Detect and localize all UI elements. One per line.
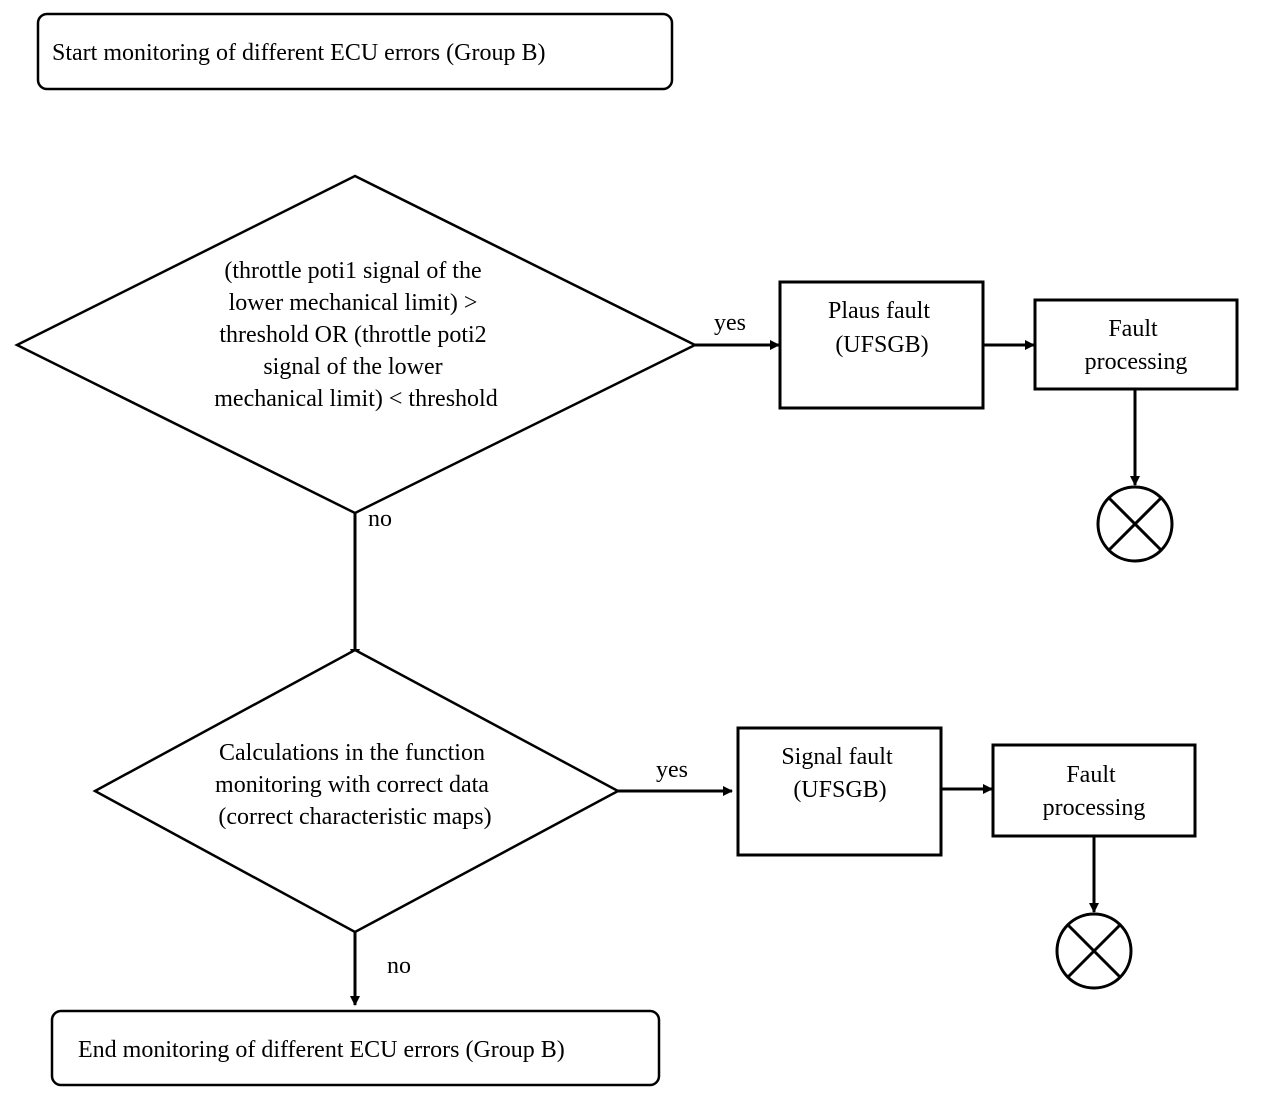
fault-processing-2-line: Fault: [1066, 762, 1116, 788]
start-node-text: Start monitoring of different ECU errors…: [52, 40, 545, 66]
decision-throttle-limit-line: signal of the lower: [263, 354, 442, 380]
signal-fault-text: Signal fault (UFSGB): [781, 744, 898, 803]
fault-processing-box-2: Fault processing: [991, 743, 1197, 838]
decision-calculations: Calculations in the function monitoring …: [92, 648, 621, 934]
plaus-fault-box: Plaus fault (UFSGB): [778, 280, 985, 410]
decision-throttle-limit-line: threshold OR (throttle poti2: [219, 322, 486, 348]
signal-fault-box: Signal fault (UFSGB): [736, 726, 943, 857]
fault-processing-1-text: Fault processing: [1085, 316, 1188, 375]
signal-fault-line: Signal fault: [781, 744, 893, 770]
plaus-fault-text: Plaus fault (UFSGB): [828, 298, 936, 358]
fault-processing-box-1: Fault processing: [1033, 298, 1239, 391]
plaus-fault-line: Plaus fault: [828, 298, 930, 324]
fault-processing-1-line: processing: [1085, 349, 1188, 375]
decision2-yes-label: yes: [656, 757, 688, 783]
fault-processing-2-text: Fault processing: [1043, 762, 1146, 821]
end-node-text: End monitoring of different ECU errors (…: [78, 1037, 565, 1063]
fault-processing-2-line: processing: [1043, 795, 1146, 821]
decision-calculations-line: monitoring with correct data: [215, 772, 489, 798]
end-node: End monitoring of different ECU errors (…: [50, 1009, 661, 1087]
stop-symbol-icon: [1055, 912, 1133, 990]
fault-processing-1-line: Fault: [1108, 316, 1158, 342]
decision-throttle-limit-line: lower mechanical limit) >: [229, 290, 478, 316]
decision-throttle-limit-text: (throttle poti1 signal of the lower mech…: [214, 258, 497, 412]
decision-calculations-line: (correct characteristic maps): [218, 804, 491, 830]
stop-symbol-icon: [1096, 485, 1174, 563]
decision-throttle-limit-line: mechanical limit) < threshold: [214, 386, 497, 412]
plaus-fault-line: (UFSGB): [835, 332, 928, 358]
decision-calculations-text: Calculations in the function monitoring …: [215, 740, 495, 830]
decision-throttle-limit: (throttle poti1 signal of the lower mech…: [14, 174, 698, 515]
signal-fault-line: (UFSGB): [793, 777, 886, 803]
decision1-yes-label: yes: [714, 310, 746, 336]
decision-calculations-line: Calculations in the function: [219, 740, 485, 766]
start-node: Start monitoring of different ECU errors…: [36, 12, 674, 91]
decision2-no-label: no: [387, 953, 411, 979]
decision1-no-label: no: [368, 506, 392, 532]
decision-throttle-limit-line: (throttle poti1 signal of the: [224, 258, 481, 284]
